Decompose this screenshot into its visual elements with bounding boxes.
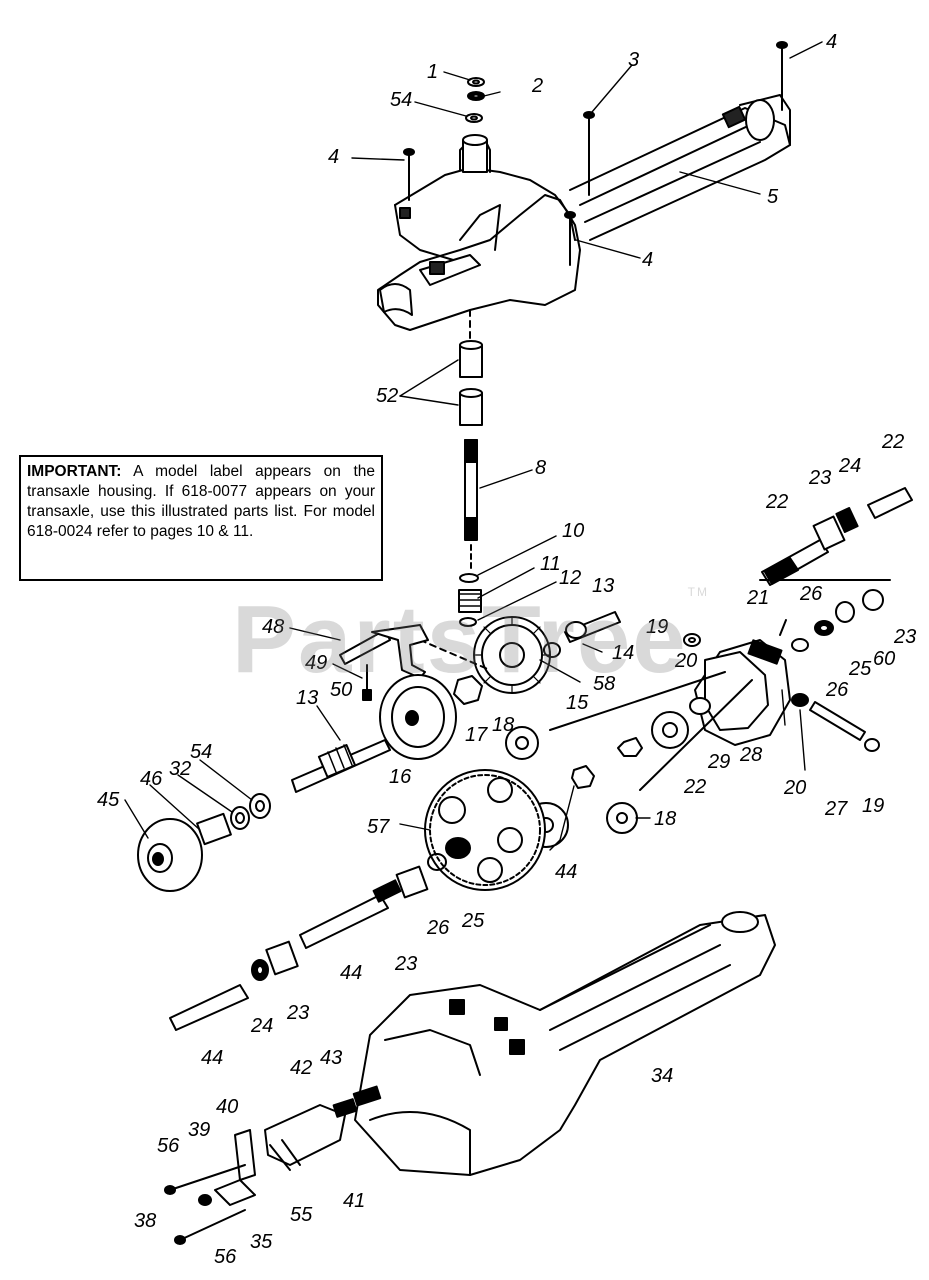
callout-label: 26 [825, 679, 849, 701]
callout-label: 22 [683, 776, 706, 798]
callout-label: 2 [531, 75, 543, 97]
callout-label: 23 [893, 626, 916, 648]
callout-label: 13 [592, 575, 614, 597]
left-axle-part [169, 865, 429, 1031]
callout-label: 50 [330, 679, 352, 701]
callout-label: 32 [169, 758, 191, 780]
callout-label: 42 [290, 1057, 312, 1079]
callout-label: 54 [190, 741, 212, 763]
callout-label: 35 [250, 1231, 273, 1253]
callout-label: 23 [286, 1002, 309, 1024]
important-note-box: IMPORTANT: A model label appears on the … [19, 455, 383, 581]
end-cover-part [683, 579, 891, 752]
important-note-heading: IMPORTANT: [27, 463, 122, 480]
callout-label: 16 [389, 766, 412, 788]
callout-label: 45 [97, 789, 120, 811]
callout-label: 1 [427, 61, 438, 83]
partstree-watermark: PartsTreeTM [232, 585, 709, 695]
callout-label: 26 [426, 917, 450, 939]
pinion-part [458, 573, 482, 627]
callout-label: 44 [201, 1047, 223, 1069]
callout-label: 18 [654, 808, 676, 830]
callout-label: 55 [290, 1204, 313, 1226]
callout-label: 4 [642, 249, 653, 271]
callout-label: 49 [305, 652, 327, 674]
bolt-part [403, 41, 788, 266]
callout-label: 44 [555, 861, 577, 883]
callout-label: 24 [250, 1015, 273, 1037]
callout-label: 21 [746, 587, 769, 609]
callout-label: 54 [390, 89, 412, 111]
callout-label: 22 [765, 491, 788, 513]
callout-label: 23 [808, 467, 831, 489]
callout-label: 19 [646, 616, 668, 638]
callout-label: 29 [707, 751, 730, 773]
callout-label: 40 [216, 1096, 238, 1118]
callout-label: 48 [262, 616, 284, 638]
callout-label: 23 [394, 953, 417, 975]
callout-label: 14 [612, 642, 634, 664]
shaft-part [464, 439, 478, 571]
important-note-text: A model label appears on the transaxle h… [27, 463, 375, 540]
callout-label: 34 [651, 1065, 673, 1087]
shift-fork-part [339, 624, 429, 701]
watermark-tm: TM [687, 585, 709, 599]
callout-label: 56 [157, 1135, 180, 1157]
callout-label: 4 [826, 31, 837, 53]
callout-label: 4 [328, 146, 339, 168]
callout-label: 46 [140, 768, 163, 790]
callout-label: 57 [367, 816, 390, 838]
callout-label: 12 [559, 567, 581, 589]
callout-label: 38 [134, 1210, 156, 1232]
callout-label: 20 [674, 650, 697, 672]
right-axle-part [761, 487, 913, 586]
main-gear-part [424, 769, 546, 891]
callout-label: 44 [340, 962, 362, 984]
callout-label: 41 [343, 1190, 365, 1212]
upper-housing-part [377, 94, 791, 331]
callout-label: 13 [296, 687, 318, 709]
callout-label: 43 [320, 1047, 342, 1069]
callout-label: 19 [862, 795, 884, 817]
callout-label: 25 [461, 910, 485, 932]
callout-label: 3 [628, 49, 639, 71]
callout-label: 17 [465, 724, 488, 746]
leader-lines [124, 41, 823, 851]
callout-label: 8 [535, 457, 546, 479]
spur-gear-part [379, 674, 457, 760]
callout-label: 5 [767, 186, 779, 208]
callout-label: 24 [838, 455, 861, 477]
callout-label: 28 [739, 744, 762, 766]
callout-label: 25 [848, 658, 872, 680]
bushing-part [459, 340, 483, 426]
callout-label: 56 [214, 1246, 237, 1268]
lower-housing-part [354, 911, 776, 1176]
callout-label: 52 [376, 385, 398, 407]
callout-label: 27 [824, 798, 848, 820]
bracket-hardware-part [164, 1085, 382, 1245]
callout-label: 26 [799, 583, 823, 605]
callout-label: 39 [188, 1119, 210, 1141]
callout-label: 22 [881, 431, 904, 453]
callout-label: 11 [540, 553, 561, 575]
callout-label: 15 [566, 692, 589, 714]
drive-gears-part [419, 611, 753, 848]
callout-label: 10 [562, 520, 584, 542]
callout-label: 60 [873, 648, 895, 670]
pinion-shaft-part [291, 739, 391, 793]
callout-label: 58 [593, 673, 615, 695]
callout-label: 18 [492, 714, 514, 736]
callout-label: 20 [783, 777, 806, 799]
left-bearing-stack-part [137, 793, 271, 892]
washer-stack-part [465, 77, 485, 123]
watermark-text: PartsTree [232, 586, 688, 693]
